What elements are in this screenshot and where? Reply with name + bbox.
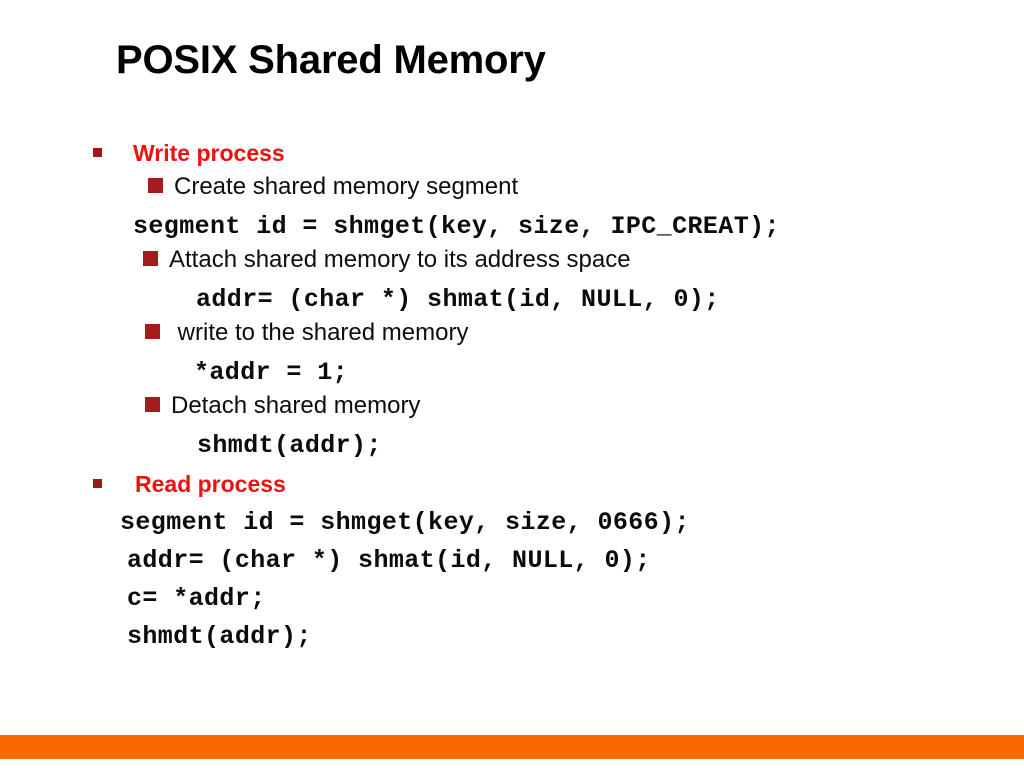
code-line: shmdt(addr); (197, 431, 382, 460)
step-label: write to the shared memory (171, 319, 469, 346)
square-bullet-icon (145, 397, 160, 412)
square-bullet-icon (143, 251, 158, 266)
square-bullet-icon (145, 324, 160, 339)
page-title: POSIX Shared Memory (116, 38, 546, 82)
step-label: Detach shared memory (171, 392, 421, 419)
square-bullet-icon (93, 148, 102, 157)
list-item-read-process: Read process (0, 471, 1024, 504)
footer-accent-bar (0, 735, 1024, 759)
code-line: segment id = shmget(key, size, 0666); (120, 508, 690, 537)
list-item: Create shared memory segment (0, 173, 1024, 208)
list-item: Detach shared memory (0, 392, 1024, 427)
code-line: shmdt(addr); (127, 622, 312, 651)
slide-body: Write process Create shared memory segme… (0, 140, 1024, 656)
list-item: Attach shared memory to its address spac… (0, 246, 1024, 281)
code-line: c= *addr; (127, 584, 266, 613)
read-process-heading: Read process (135, 471, 286, 497)
square-bullet-icon (148, 178, 163, 193)
list-item-write-process: Write process (0, 140, 1024, 173)
footer-white-strip (0, 759, 1024, 768)
code-line: addr= (char *) shmat(id, NULL, 0); (196, 285, 720, 314)
step-label: Create shared memory segment (174, 173, 519, 200)
square-bullet-icon (93, 479, 102, 488)
list-item: write to the shared memory (0, 319, 1024, 354)
step-label: Attach shared memory to its address spac… (169, 246, 631, 273)
code-line: segment id = shmget(key, size, IPC_CREAT… (133, 212, 780, 241)
code-line: *addr = 1; (194, 358, 349, 387)
write-process-heading: Write process (133, 140, 285, 166)
code-line: addr= (char *) shmat(id, NULL, 0); (127, 546, 651, 575)
